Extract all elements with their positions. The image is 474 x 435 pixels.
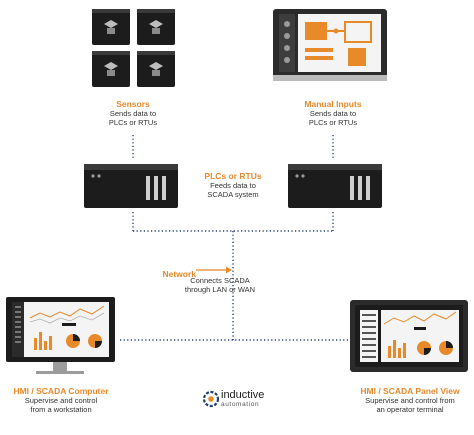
network-desc-1: Connects SCADA	[190, 276, 250, 285]
logo-line-2: automation	[221, 401, 260, 408]
manual-inputs-desc-1: Sends data to	[309, 109, 357, 118]
manual-inputs-label: Manual Inputs Sends data to PLCs or RTUs	[273, 99, 393, 127]
hmi-computer-desc-2: from a workstation	[30, 405, 92, 414]
plc-label: PLCs or RTUs Feeds data to SCADA system	[183, 171, 283, 199]
sensors-title: Sensors	[116, 99, 150, 109]
manual-inputs-title: Manual Inputs	[304, 99, 362, 109]
sensors-label: Sensors Sends data to PLCs or RTUs	[73, 99, 193, 127]
logo-line-1: inductive	[221, 389, 265, 401]
sensor-icon	[92, 9, 130, 45]
hmi-panel-desc-1: Supervise and control from	[365, 396, 455, 405]
hmi-computer-desc-1: Supervise and control	[24, 396, 98, 405]
plc-title: PLCs or RTUs	[204, 171, 262, 181]
sensors-desc-1: Sends data to	[109, 109, 157, 118]
network-desc-wrap: Connects SCADA through LAN or WAN	[170, 276, 270, 294]
plc-desc-2: SCADA system	[207, 190, 259, 199]
connector-lines	[120, 135, 350, 341]
sensor-icon	[92, 51, 130, 87]
touch-panel-icon	[273, 9, 387, 81]
hmi-panel-label: HMI / SCADA Panel View Supervise and con…	[346, 386, 474, 414]
manual-inputs-desc-2: PLCs or RTUs	[308, 118, 358, 127]
plc-rack-icon	[288, 164, 382, 208]
inductive-automation-logo	[202, 390, 220, 408]
panel-terminal-icon	[350, 300, 468, 372]
hmi-computer-title: HMI / SCADA Computer	[13, 386, 109, 396]
plc-desc-1: Feeds data to	[210, 181, 256, 190]
logo-text: inductive automation	[221, 389, 281, 409]
hmi-computer-label: HMI / SCADA Computer Supervise and contr…	[0, 386, 122, 414]
network-desc-2: through LAN or WAN	[184, 285, 256, 294]
network-title: Network	[162, 269, 196, 279]
hmi-panel-title: HMI / SCADA Panel View	[360, 386, 460, 396]
network-arrow	[196, 266, 232, 274]
hmi-panel-desc-2: an operator terminal	[376, 405, 444, 414]
plc-rack-icon	[84, 164, 178, 208]
sensor-icon	[137, 9, 175, 45]
monitor-icon	[6, 297, 115, 374]
sensor-icon	[137, 51, 175, 87]
sensor-icon-group	[92, 9, 175, 87]
network-title-wrap: Network	[140, 264, 196, 282]
sensors-desc-2: PLCs or RTUs	[108, 118, 158, 127]
